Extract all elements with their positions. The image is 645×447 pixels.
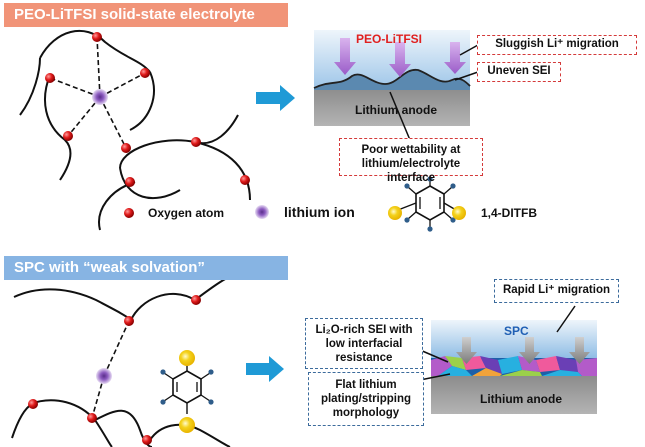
oxygen-atom (191, 137, 201, 147)
bottom-schematic (419, 305, 597, 414)
top-anode-label: Lithium anode (355, 103, 437, 117)
spc-bonds (91, 320, 130, 419)
legend-ditfb-label: 1,4-DITFB (481, 206, 538, 220)
oxygen-atom (121, 143, 131, 153)
bottom-anode-label: Lithium anode (480, 392, 562, 406)
oxygen-atoms-top (45, 32, 250, 187)
oxygen-atom (92, 32, 102, 42)
legend-oxygen-marker (124, 208, 134, 218)
oxygen-atoms-bottom (28, 295, 201, 445)
lithium-ion (96, 368, 112, 384)
oxygen-atom (125, 177, 135, 187)
oxygen-atom (45, 73, 55, 83)
spc-chains (11, 274, 236, 447)
callout-sluggish-migration: Sluggish Li⁺ migration (477, 35, 637, 55)
bottom-electrolyte-label: SPC (504, 324, 529, 338)
oxygen-atom (140, 68, 150, 78)
callout-li2o-sei: Li₂O-rich SEI with low interfacial resis… (305, 318, 423, 369)
coordination-bonds (49, 36, 146, 149)
legend-lithium-marker (255, 205, 269, 219)
oxygen-atom (28, 399, 38, 409)
oxygen-atom (191, 295, 201, 305)
legend-graphics (124, 176, 466, 232)
oxygen-atom (63, 131, 73, 141)
legend-ditfb-molecule (388, 176, 466, 232)
top-section-header: PEO-LiTFSI solid-state electrolyte (4, 3, 288, 27)
callout-rapid-migration: Rapid Li⁺ migration (494, 279, 619, 303)
legend-oxygen-label: Oxygen atom (148, 206, 225, 220)
oxygen-atom (240, 175, 250, 185)
top-electrolyte-label: PEO-LiTFSI (356, 32, 422, 46)
top-schematic (313, 30, 479, 141)
top-process-arrow (256, 85, 295, 111)
legend-lithium-label: lithium ion (284, 204, 355, 220)
bottom-section-header: SPC with “weak solvation” (4, 256, 288, 280)
lithium-ion (92, 89, 108, 105)
oxygen-atom (124, 316, 134, 326)
peo-chains (19, 29, 251, 231)
callout-flat-plating: Flat lithium plating/stripping morpholog… (308, 372, 424, 426)
callout-uneven-sei: Uneven SEI (477, 62, 561, 82)
ditfb-molecule-bottom (160, 350, 214, 433)
oxygen-atom (142, 435, 152, 445)
oxygen-atom (87, 413, 97, 423)
bottom-process-arrow (246, 356, 284, 382)
callout-poor-wettability: Poor wettability at lithium/electrolyte … (339, 138, 483, 184)
